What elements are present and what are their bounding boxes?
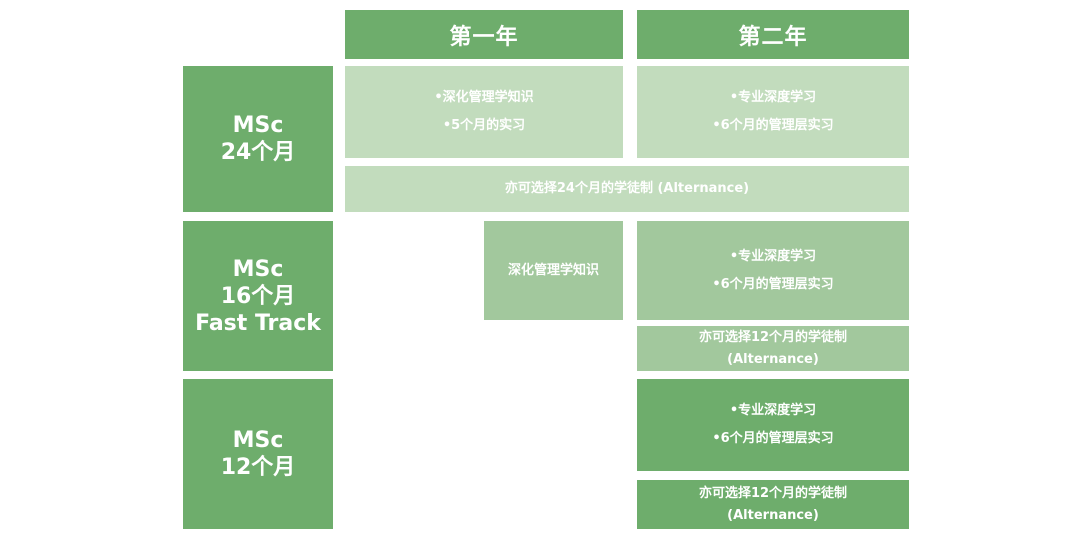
list-item: •6个月的管理层实习 — [712, 431, 834, 446]
list-item: •深化管理学知识 — [434, 90, 534, 105]
msc12-year2-cell: •专业深度学习 •6个月的管理层实习 — [637, 379, 909, 471]
alternance-text: 亦可选择24个月的学徒制 (Alternance) — [504, 181, 750, 196]
alternance-text: 亦可选择12个月的学徒制 — [698, 485, 848, 501]
msc12-alternance-cell: 亦可选择12个月的学徒制 (Alternance) — [637, 480, 909, 529]
row-label-line: Fast Track — [195, 310, 321, 336]
msc16-year2-cell: •专业深度学习 •6个月的管理层实习 — [637, 221, 909, 320]
alternance-text: (Alternance) — [727, 351, 819, 367]
list-item: •专业深度学习 — [729, 248, 817, 264]
list-item: •6个月的管理层实习 — [712, 276, 834, 292]
header-year-2-label: 第二年 — [738, 24, 808, 50]
header-year-1-label: 第一年 — [449, 24, 519, 50]
cell-text: 深化管理学知识 — [507, 262, 599, 278]
header-year-2: 第二年 — [637, 10, 909, 59]
list-item: •5个月的实习 — [442, 118, 526, 133]
msc24-alternance-cell: 亦可选择24个月的学徒制 (Alternance) — [345, 166, 909, 212]
list-item: •6个月的管理层实习 — [712, 118, 834, 133]
list-item: •专业深度学习 — [729, 90, 817, 105]
header-year-1: 第一年 — [345, 10, 623, 59]
row-label-msc-16: MSc 16个月 Fast Track — [183, 221, 333, 371]
msc24-year2-cell: •专业深度学习 •6个月的管理层实习 — [637, 66, 909, 158]
list-item: •专业深度学习 — [729, 403, 817, 418]
msc16-year1-cell: 深化管理学知识 — [484, 221, 623, 320]
alternance-text: 亦可选择12个月的学徒制 — [698, 329, 848, 345]
row-label-line: 16个月 — [220, 283, 296, 309]
msc16-alternance-cell: 亦可选择12个月的学徒制 (Alternance) — [637, 326, 909, 371]
alternance-text: (Alternance) — [727, 507, 819, 523]
row-label-line: MSc — [232, 428, 284, 453]
row-label-line: 12个月 — [220, 455, 296, 480]
row-label-line: MSc — [232, 113, 284, 138]
msc24-year1-cell: •深化管理学知识 •5个月的实习 — [345, 66, 623, 158]
row-label-line: MSc — [232, 256, 284, 282]
row-label-msc-12: MSc 12个月 — [183, 379, 333, 529]
row-label-msc-24: MSc 24个月 — [183, 66, 333, 212]
row-label-line: 24个月 — [220, 140, 296, 165]
